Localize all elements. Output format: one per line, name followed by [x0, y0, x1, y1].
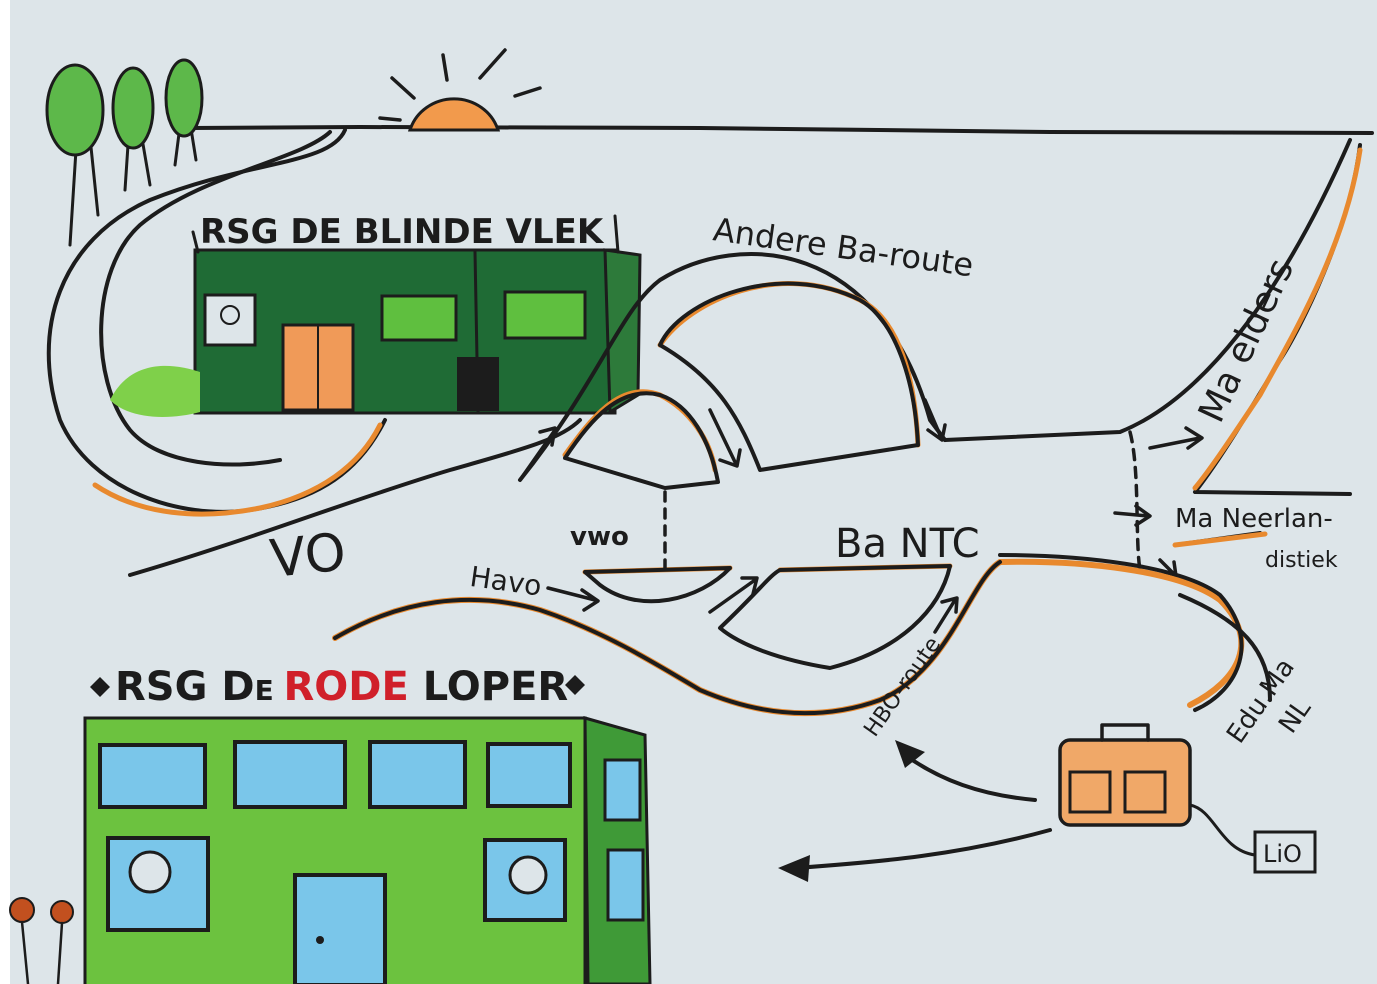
svg-text:RSG DE RODE LOPER: RSG DE RODE LOPER: [115, 664, 568, 710]
title-last: LOPER: [409, 664, 568, 710]
label-distiek: distiek: [1265, 548, 1338, 573]
title-prefix: RSG D: [115, 664, 255, 710]
window-icon: [505, 292, 585, 338]
window-person-icon: [205, 295, 255, 345]
title-mid: E: [255, 674, 284, 707]
label-ma-neerlan: Ma Neerlan-: [1175, 504, 1333, 534]
window-icon: [370, 742, 465, 807]
school-top-title: RSG DE BLINDE VLEK: [200, 212, 605, 252]
window-icon: [382, 296, 456, 340]
window-icon: [235, 742, 345, 807]
label-ba-ntc: Ba NTC: [835, 521, 980, 567]
paper-edge: [0, 0, 10, 984]
label-lio: LiO: [1263, 840, 1302, 868]
window-icon: [488, 744, 570, 806]
school-bottom-title: RSG DE RODE LOPER: [90, 664, 585, 710]
label-vwo: vwo: [570, 522, 629, 552]
door-icon: [295, 875, 385, 984]
label-vo: VO: [267, 522, 348, 590]
window-icon: [100, 745, 205, 807]
school-rode-loper: [85, 718, 650, 984]
title-red-word: RODE: [283, 664, 408, 710]
